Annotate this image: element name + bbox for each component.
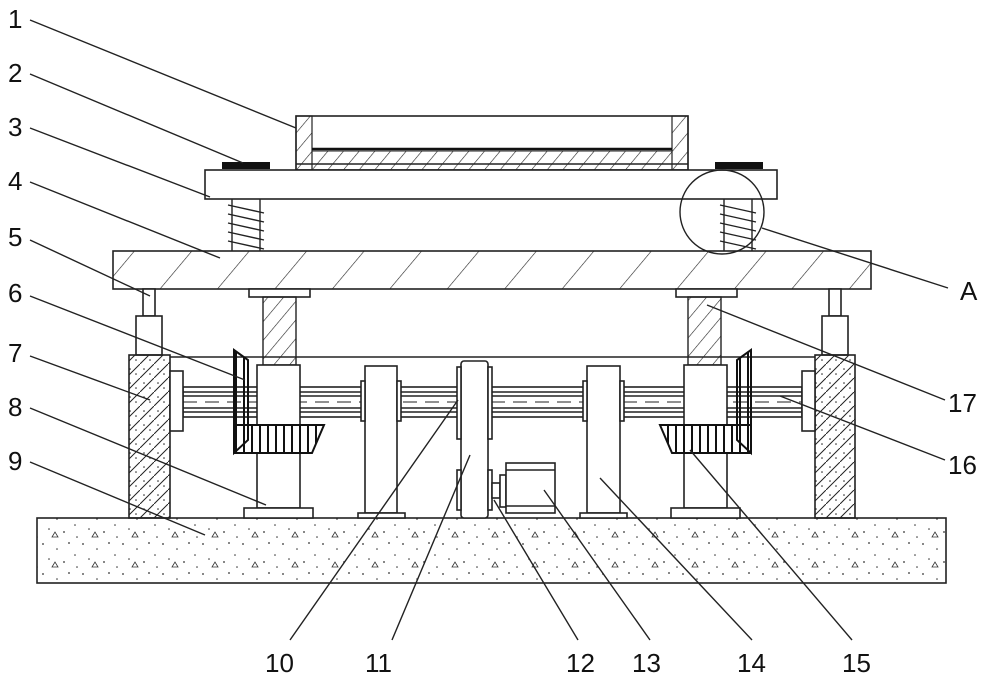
label-5: 5 <box>8 222 22 252</box>
label-4: 4 <box>8 166 22 196</box>
label-1: 1 <box>8 4 22 34</box>
bearing-support-right <box>580 366 627 518</box>
label-8: 8 <box>8 392 22 422</box>
pad-right <box>715 162 763 169</box>
spring-left <box>228 199 264 251</box>
pad-left <box>222 162 270 169</box>
label-15: 15 <box>842 648 871 678</box>
label-16: 16 <box>948 450 977 480</box>
label-12: 12 <box>566 648 595 678</box>
screw-left <box>249 289 310 365</box>
top-box <box>296 116 688 170</box>
label-14: 14 <box>737 648 766 678</box>
label-9: 9 <box>8 446 22 476</box>
label-13: 13 <box>632 648 661 678</box>
bearing-support-left <box>358 366 405 518</box>
right-post <box>815 289 855 518</box>
label-a: A <box>960 276 978 306</box>
label-2: 2 <box>8 58 22 88</box>
label-17: 17 <box>948 388 977 418</box>
left-post <box>129 289 170 518</box>
label-6: 6 <box>8 278 22 308</box>
support-plate <box>113 251 871 289</box>
base-slab <box>37 518 946 583</box>
belt-pulley <box>457 361 492 518</box>
motor <box>492 463 555 513</box>
label-3: 3 <box>8 112 22 142</box>
screw-right <box>676 289 737 365</box>
label-11: 11 <box>365 648 392 678</box>
label-7: 7 <box>8 338 22 368</box>
upper-plate <box>205 170 777 199</box>
label-10: 10 <box>265 648 294 678</box>
